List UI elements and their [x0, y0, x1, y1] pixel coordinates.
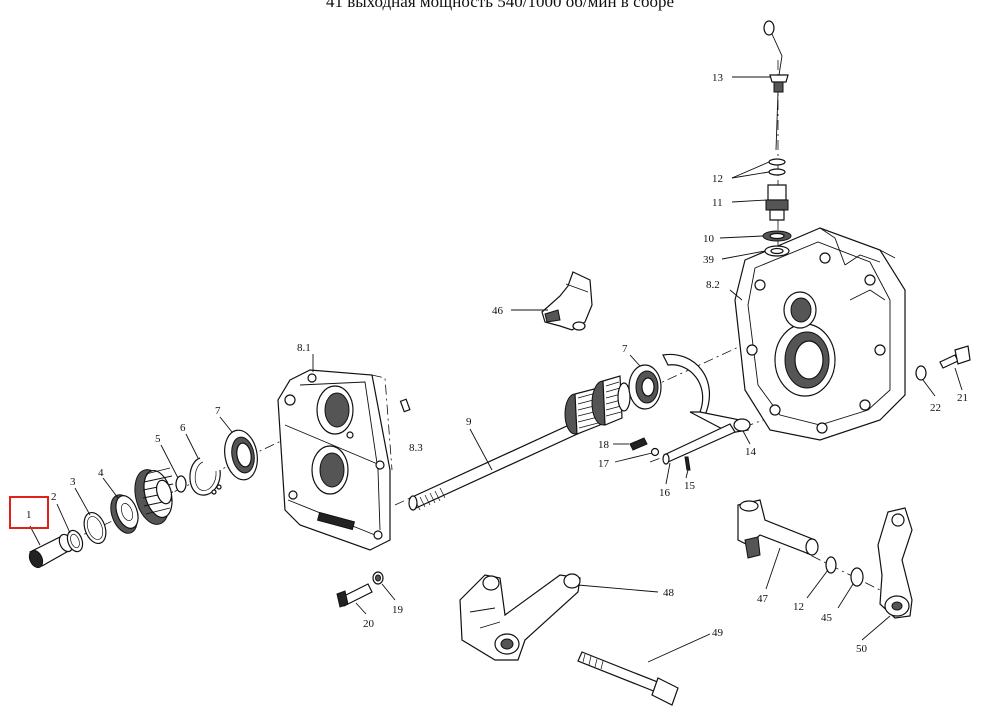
part-46-shift-arm [541, 271, 593, 331]
diagram-title: 41 выходная мощность 540/1000 об/мин в с… [325, 0, 675, 11]
callout-9: 9 [466, 416, 472, 428]
callout-14: 14 [745, 446, 757, 458]
callout-labels: 1 2 3 4 5 6 7 8.1 8.3 9 46 7 8.2 13 12 1… [26, 72, 968, 655]
callout-8-2: 8.2 [706, 279, 720, 291]
part-45-ring [850, 567, 864, 587]
callout-45: 45 [821, 612, 833, 624]
part-8-1-cover [277, 369, 391, 551]
callout-15: 15 [684, 480, 696, 492]
part-13-dipstick [763, 20, 789, 151]
callout-22: 22 [930, 402, 941, 414]
part-6-circlip [189, 457, 222, 496]
part-50-lever-arm [877, 507, 913, 619]
callout-13: 13 [712, 72, 724, 84]
callout-18: 18 [598, 439, 610, 451]
callout-17: 17 [598, 458, 610, 470]
part-15-pin [684, 456, 691, 471]
callout-1: 1 [26, 509, 32, 521]
part-21-bolt [939, 345, 971, 369]
callout-11: 11 [712, 197, 723, 209]
callout-12-lower: 12 [793, 601, 804, 613]
callout-12-upper: 12 [712, 173, 723, 185]
callout-1-highlight-box [9, 496, 49, 529]
part-48-lever [459, 573, 581, 661]
callout-7-left: 7 [215, 405, 221, 417]
callout-46: 46 [492, 305, 504, 317]
callout-2: 2 [51, 491, 57, 503]
part-4-bearing [110, 494, 139, 534]
part-20-bolt [336, 583, 373, 608]
part-11-fitting [765, 184, 789, 221]
part-10-washer [762, 230, 792, 242]
callout-6: 6 [180, 422, 186, 434]
part-8-2-housing [734, 227, 906, 441]
callout-10: 10 [703, 233, 715, 245]
part-8-3-pin [399, 398, 411, 413]
callout-8-1: 8.1 [297, 342, 311, 354]
part-12-ring [825, 556, 837, 574]
callout-50: 50 [856, 643, 868, 655]
callout-4: 4 [98, 467, 104, 479]
callout-20: 20 [363, 618, 375, 630]
callout-49: 49 [712, 627, 724, 639]
part-12-oring-upper [768, 158, 786, 166]
part-39-washer [764, 245, 790, 257]
part-19-washer [372, 571, 384, 585]
part-16-shift-rod [662, 423, 736, 465]
part-49-bolt [577, 651, 679, 706]
part-5-spacer [175, 475, 187, 493]
part-17-ball [650, 447, 660, 457]
callout-19: 19 [392, 604, 404, 616]
callout-47: 47 [757, 593, 769, 605]
part-12-oring-lower [768, 168, 786, 176]
part-3-circlip [83, 511, 107, 545]
callout-8-3: 8.3 [409, 442, 423, 454]
part-14-fork [662, 353, 751, 434]
part-2-ring [66, 529, 84, 553]
part-22-washer [915, 365, 927, 381]
part-7-bearing-left [224, 429, 258, 481]
part-5-gear [134, 467, 174, 525]
callout-21: 21 [957, 392, 968, 404]
callout-48: 48 [663, 587, 675, 599]
leader-lines [29, 76, 963, 663]
part-9-shaft [408, 375, 631, 511]
part-7-bearing-right [628, 364, 662, 410]
part-18-spring [629, 437, 648, 451]
part-47-pivot-shaft [737, 499, 819, 559]
callout-39: 39 [703, 254, 715, 266]
callout-3: 3 [70, 476, 76, 488]
callout-7-right: 7 [622, 343, 628, 355]
callout-5: 5 [155, 433, 161, 445]
callout-16: 16 [659, 487, 671, 499]
cover-dowel-link [371, 374, 393, 471]
